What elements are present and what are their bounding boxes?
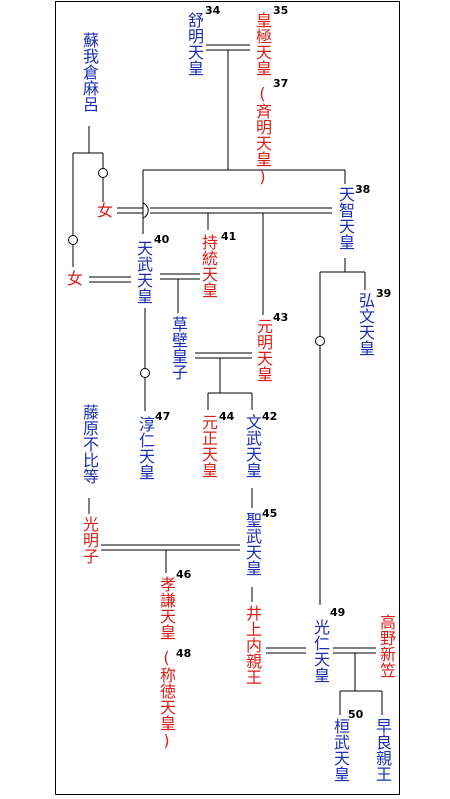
person-kobun: 弘文天皇 [356,292,375,356]
person-sawara: 早良親王 [373,718,392,782]
person-inoue: 井上内親王 [243,605,262,685]
person-monmu: 文武天皇 [243,414,262,478]
number-tenmu: 40 [154,233,170,246]
person-shotoku: (称徳天皇) [157,648,176,750]
number-konin: 49 [330,606,346,619]
person-saimei: (斉明天皇) [253,84,272,186]
number-shotoku: 48 [176,647,192,660]
number-kogyoku: 35 [273,4,289,17]
person-genmei: 元明天皇 [254,318,273,382]
number-kanmu: 50 [348,708,364,721]
person-junnin: 淳仁天皇 [136,416,155,480]
person-tenmu: 天武天皇 [134,240,153,304]
person-gensho: 元正天皇 [199,414,218,478]
number-kobun: 39 [376,287,392,300]
person-jomei: 舒明天皇 [185,12,204,76]
number-jomei: 34 [205,4,221,17]
person-konin: 光仁天皇 [311,619,330,683]
person-koken: 孝謙天皇 [157,576,176,640]
lineage-circle [68,235,78,245]
person-kogyoku: 皇極天皇 [253,12,272,76]
number-shomu: 45 [262,507,278,520]
lineage-circle [140,368,150,378]
number-jito: 41 [221,230,237,243]
person-kusakabe: 草壁皇子 [169,316,188,380]
number-saimei: 37 [273,77,289,90]
person-takano: 高野新笠 [377,614,396,678]
number-gensho: 44 [219,410,235,423]
person-shomu: 聖武天皇 [243,512,262,576]
number-genmei: 43 [273,311,289,324]
lineage-circle [98,168,108,178]
line-hop [142,202,149,219]
number-junnin: 47 [155,410,171,423]
person-tenji: 天智天皇 [336,186,355,250]
person-fuhito: 藤原不比等 [80,404,99,484]
number-tenji: 38 [355,183,371,196]
lineage-circle [315,336,325,346]
person-soga: 蘇我倉麻呂 [80,32,99,112]
person-daughter1: 女 [94,202,113,218]
person-komyo: 光明子 [80,516,99,564]
number-monmu: 42 [262,410,278,423]
person-daughter2: 女 [64,270,83,286]
number-koken: 46 [176,568,192,581]
person-jito: 持統天皇 [199,234,218,298]
person-kanmu: 桓武天皇 [331,718,350,782]
